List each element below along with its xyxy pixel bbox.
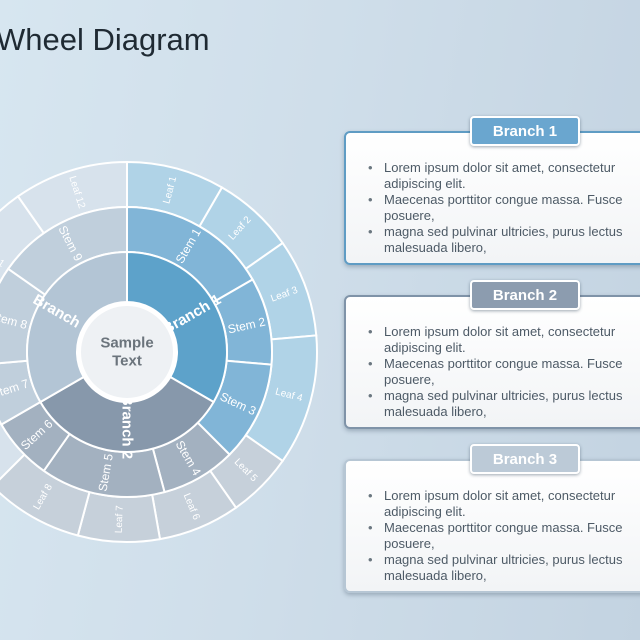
branch-1-card-tab: Branch 1	[470, 116, 580, 146]
branch-label: Branch 2	[119, 395, 136, 459]
bullet-item: magna sed pulvinar ultricies, purus lect…	[368, 388, 640, 420]
branch-3-card-tab: Branch 3	[470, 444, 580, 474]
center-text: Text	[112, 353, 142, 370]
bullet-item: magna sed pulvinar ultricies, purus lect…	[368, 552, 640, 584]
branch-3-card: Lorem ipsum dolor sit amet, consectetur …	[344, 459, 640, 593]
branch-1-bullet-list: Lorem ipsum dolor sit amet, consectetur …	[368, 160, 640, 256]
bullet-item: Lorem ipsum dolor sit amet, consectetur …	[368, 160, 640, 192]
stem-label: Stem 5	[96, 452, 116, 492]
bullet-item: magna sed pulvinar ultricies, purus lect…	[368, 224, 640, 256]
center-disc	[77, 302, 177, 402]
branch-3-bullet-list: Lorem ipsum dolor sit amet, consectetur …	[368, 488, 640, 584]
page-title: Wheel Diagram	[0, 22, 210, 57]
bullet-item: Maecenas porttitor congue massa. Fusce p…	[368, 356, 640, 388]
branch-2-card: Lorem ipsum dolor sit amet, consectetur …	[344, 295, 640, 429]
bullet-item: Maecenas porttitor congue massa. Fusce p…	[368, 520, 640, 552]
bullet-item: Maecenas porttitor congue massa. Fusce p…	[368, 192, 640, 224]
bullet-item: Lorem ipsum dolor sit amet, consectetur …	[368, 488, 640, 520]
bullet-item: Lorem ipsum dolor sit amet, consectetur …	[368, 324, 640, 356]
branch-2-card-tab: Branch 2	[470, 280, 580, 310]
leaf-label: Leaf 7	[114, 505, 126, 534]
center-text: Sample	[100, 335, 153, 352]
branch-2-bullet-list: Lorem ipsum dolor sit amet, consectetur …	[368, 324, 640, 420]
branch-1-card: Lorem ipsum dolor sit amet, consectetur …	[344, 131, 640, 265]
